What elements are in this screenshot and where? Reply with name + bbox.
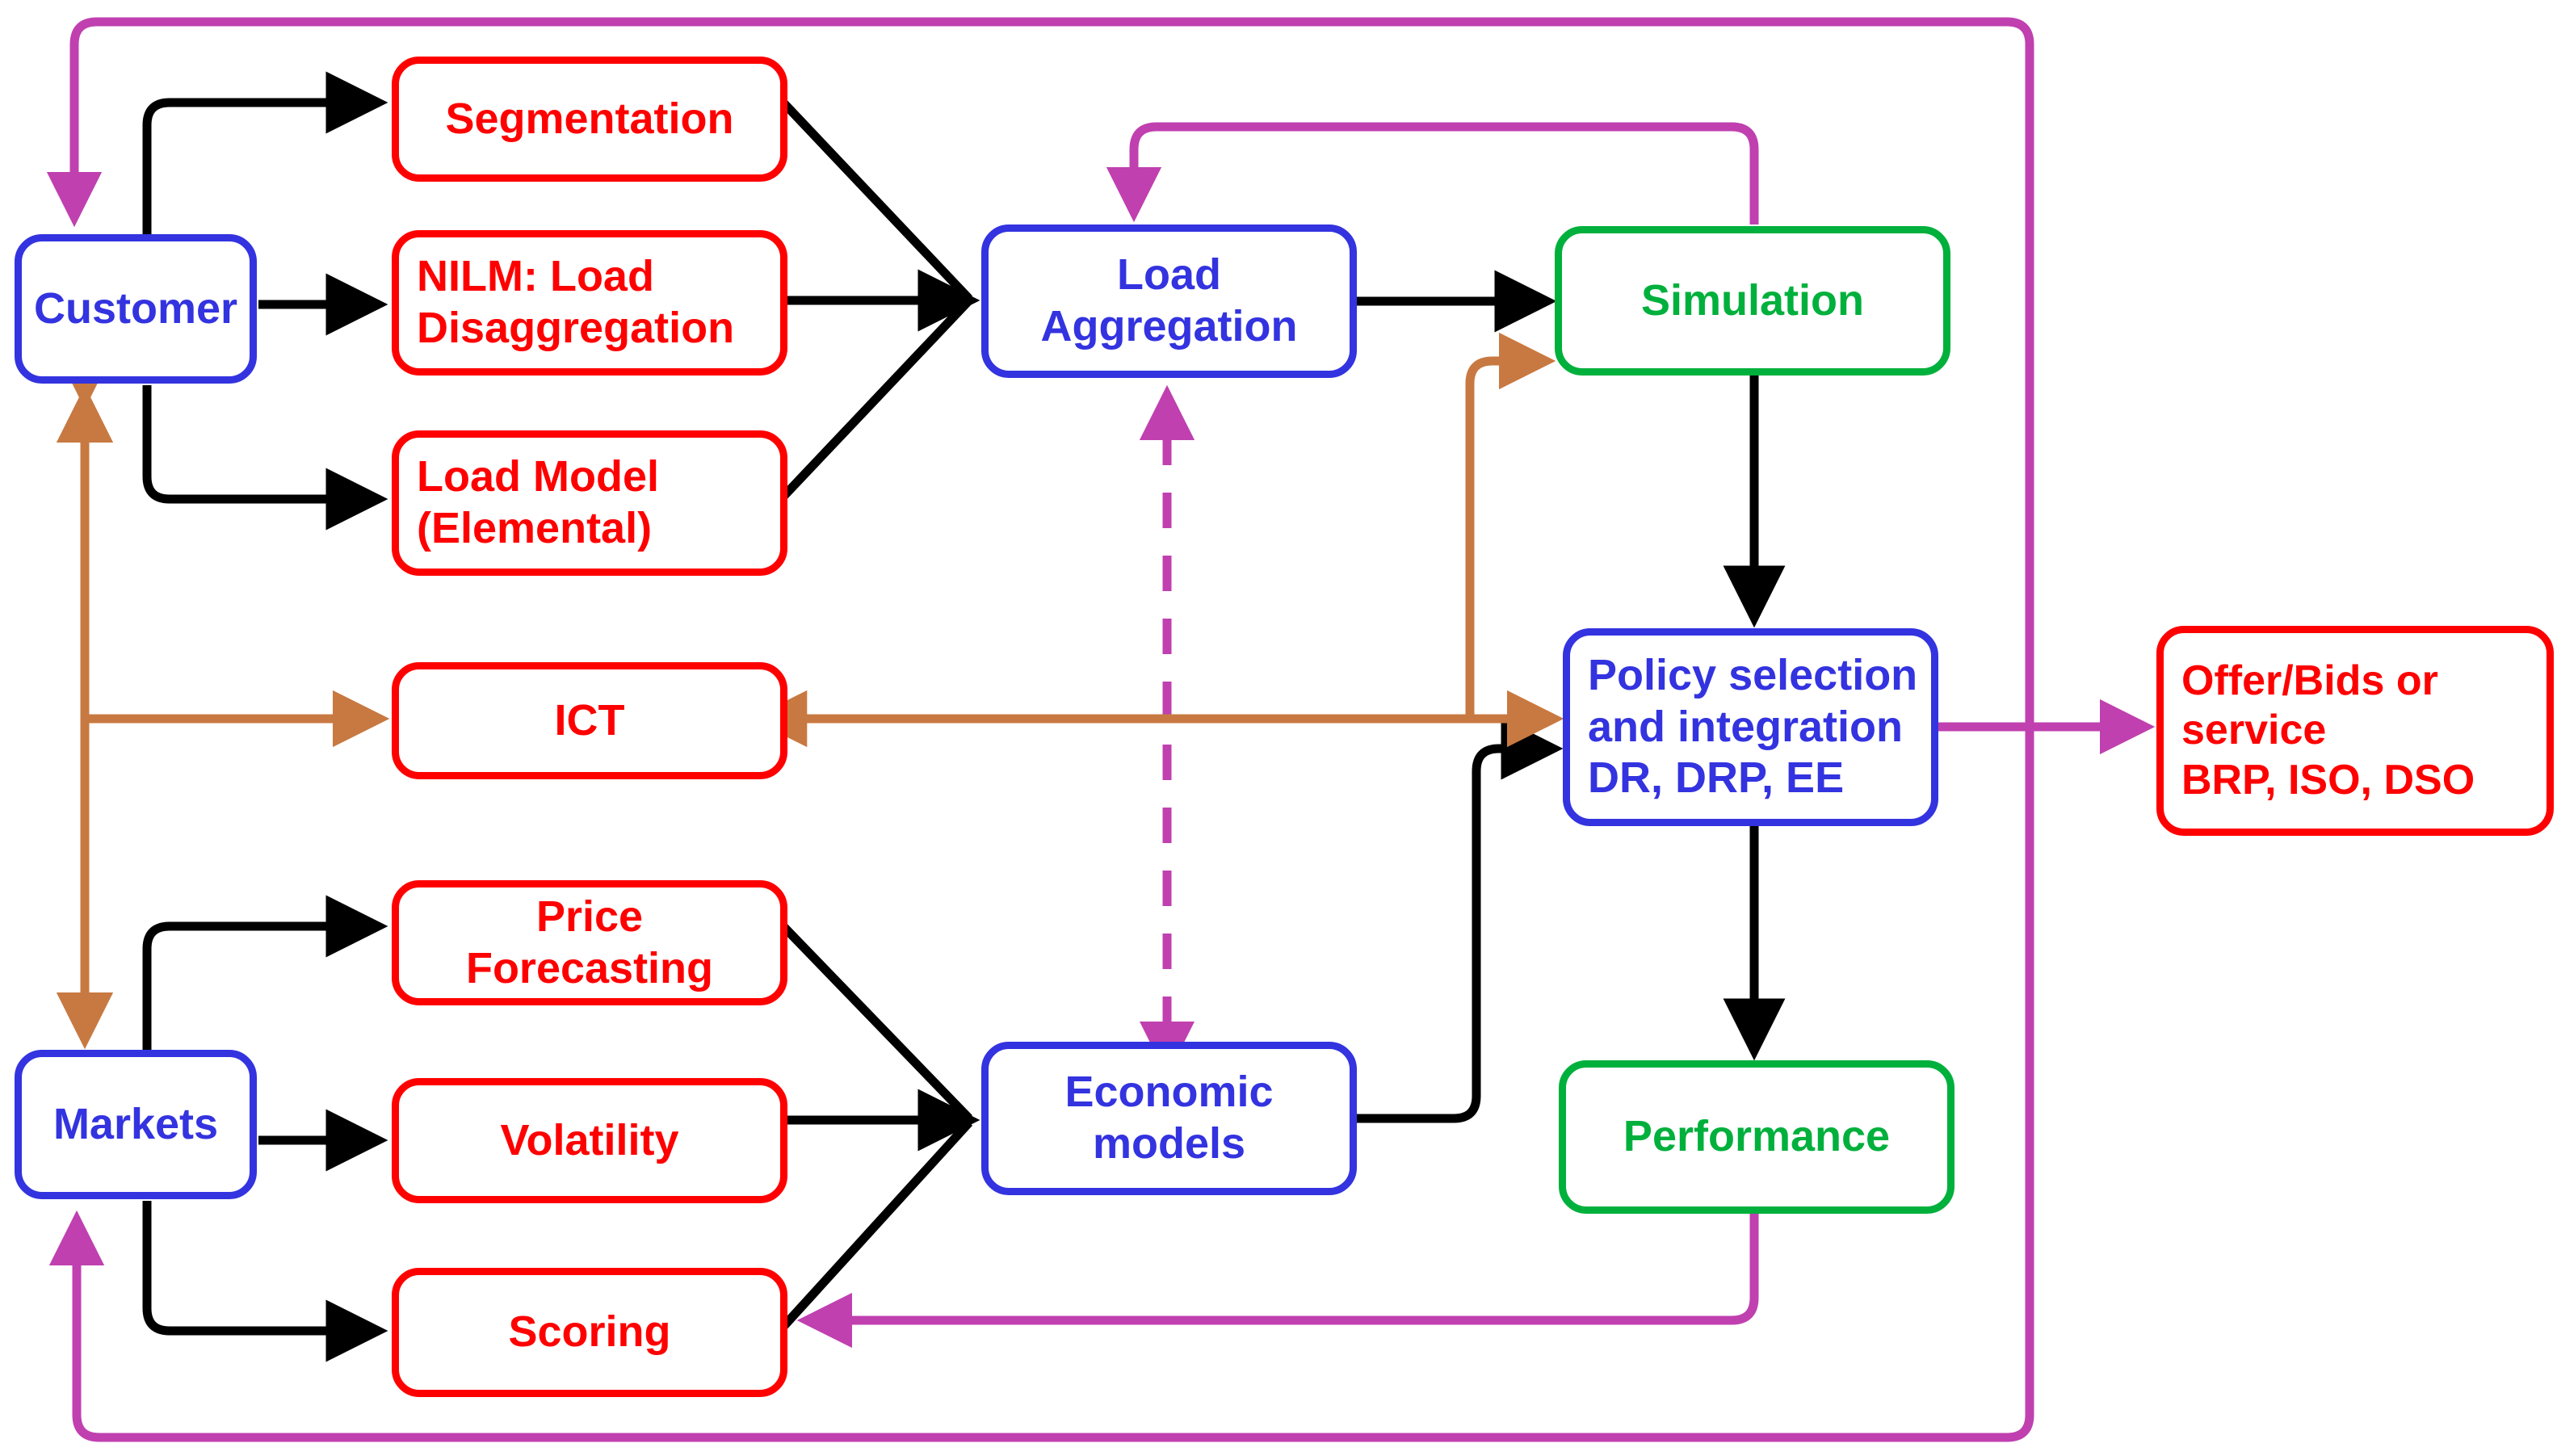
node-customer[interactable]: Customer [15, 234, 257, 384]
node-price-forecasting-label: Price Forecasting [465, 892, 714, 992]
node-volatility-label: Volatility [500, 1115, 679, 1164]
node-ict[interactable]: ICT [392, 662, 787, 779]
edge-price-forecast-to-econ [779, 921, 972, 1122]
node-scoring[interactable]: Scoring [392, 1268, 787, 1397]
edge-markets-to-scoring [142, 1201, 388, 1362]
node-customer-label: Customer [33, 283, 238, 333]
node-price-forecasting[interactable]: Price Forecasting [392, 880, 787, 1005]
node-performance-label: Performance [1623, 1112, 1891, 1161]
edge-outer-loop-to-customer [46, 17, 2034, 824]
node-segmentation[interactable]: Segmentation [392, 57, 787, 182]
node-simulation[interactable]: Simulation [1555, 226, 1950, 376]
node-markets-label: Markets [52, 1099, 219, 1148]
edge-customer-to-load-model [142, 385, 388, 531]
node-segmentation-label: Segmentation [445, 94, 734, 143]
node-volatility[interactable]: Volatility [392, 1078, 787, 1203]
edge-outer-loop-to-markets [48, 824, 2034, 1442]
edge-econ-models-to-policy [1357, 717, 1564, 1123]
edge-ict-to-simulation [1465, 332, 1556, 719]
edge-simulation-to-load-agg [1106, 122, 1759, 224]
edge-load-model-to-load-agg [779, 297, 972, 501]
edge-customer-to-segmentation [142, 71, 388, 234]
edge-segmentation-to-load-agg [779, 98, 972, 302]
node-ict-label: ICT [554, 695, 625, 745]
node-scoring-label: Scoring [508, 1307, 671, 1357]
edge-scoring-to-econ [778, 1119, 973, 1332]
node-markets[interactable]: Markets [15, 1050, 257, 1199]
node-simulation-label: Simulation [1640, 275, 1864, 325]
edge-markets-to-price-forecast [142, 895, 388, 1050]
edge-performance-to-scoring [796, 1214, 1759, 1349]
node-load-model[interactable]: Load Model(Elemental) [392, 430, 787, 576]
node-load-model-label: Load Model(Elemental) [417, 452, 659, 552]
node-performance[interactable]: Performance [1559, 1060, 1954, 1214]
